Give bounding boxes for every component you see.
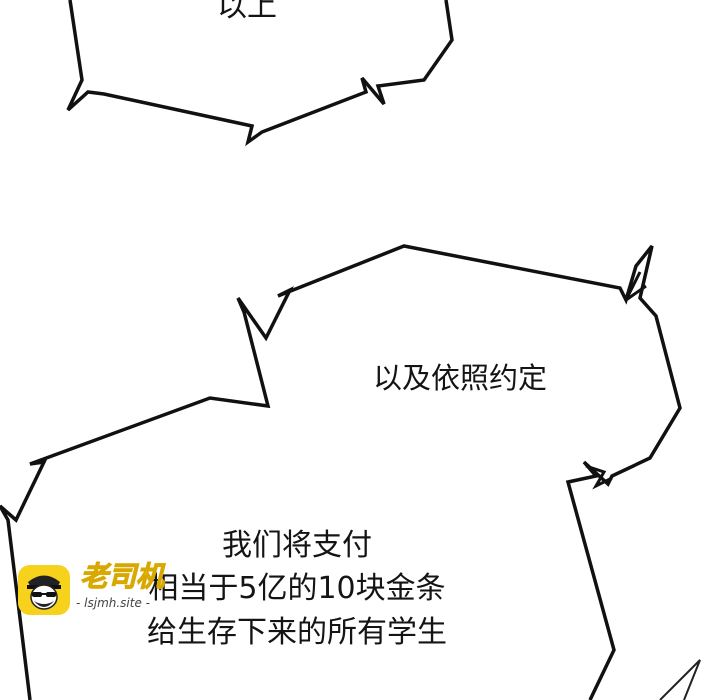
jag-accent-right <box>624 271 647 302</box>
middle-bubble-text: 以及依照约定 <box>373 361 548 395</box>
top-bubble-text: 以上 <box>217 0 277 24</box>
lower-bubble-line-3: 给生存下来的所有学生 <box>147 615 447 650</box>
jag-accent-bottom-right <box>659 659 701 700</box>
watermark-badge <box>18 565 70 615</box>
jag-accent-mid <box>585 464 613 490</box>
lower-bubble-line-2: 相当于5亿的10块金条 <box>148 571 446 606</box>
top-speech-bubble <box>66 0 454 147</box>
watermark-url: - lsjmh.site - <box>76 596 150 610</box>
site-watermark: 老司机 - lsjmh.site - <box>18 560 178 619</box>
lower-bubble-line-1: 我们将支付 <box>222 528 372 563</box>
watermark-logo-text: 老司机 <box>79 560 165 593</box>
driver-mascot-icon <box>27 575 61 610</box>
